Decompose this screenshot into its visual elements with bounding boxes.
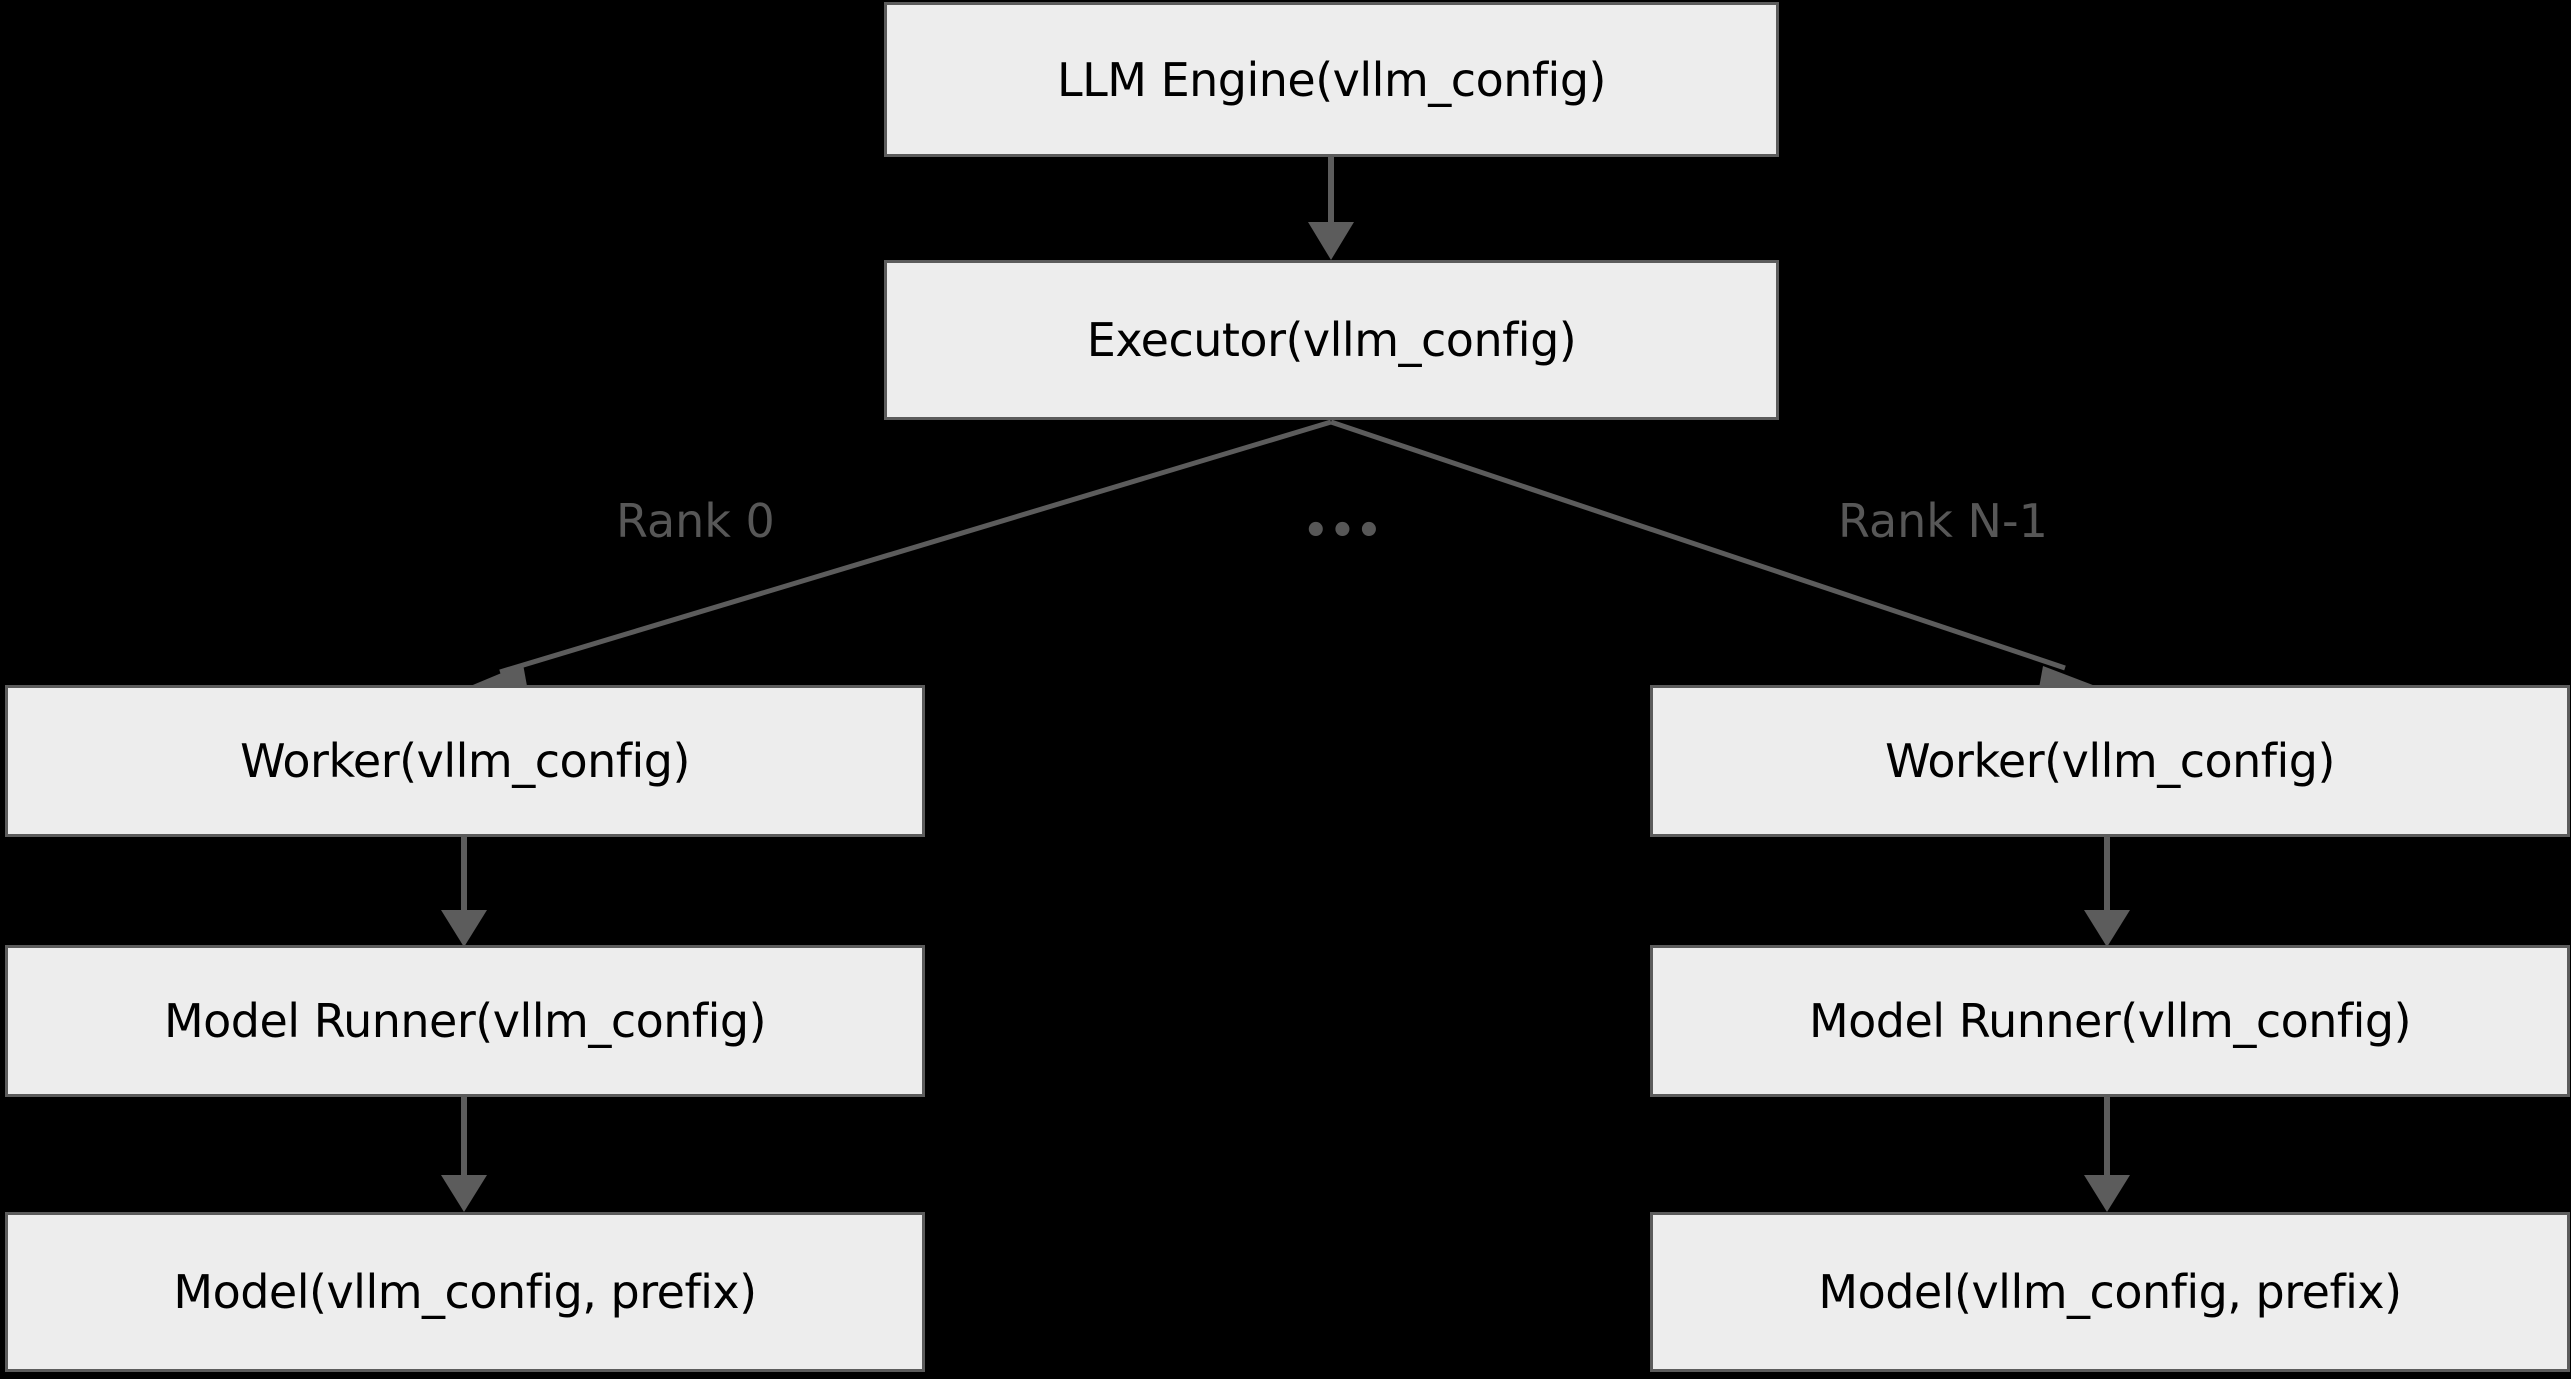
node-executor[interactable]: Executor(vllm_config): [884, 260, 1779, 420]
node-executor-label: Executor(vllm_config): [1086, 313, 1577, 367]
edge-model-runner-right-to-model-right: [2084, 1097, 2130, 1212]
node-worker-rank0[interactable]: Worker(vllm_config): [5, 685, 925, 837]
node-worker-rankn-label: Worker(vllm_config): [1885, 734, 2335, 788]
node-model-runner-rankn[interactable]: Model Runner(vllm_config): [1650, 945, 2570, 1097]
node-llm-engine[interactable]: LLM Engine(vllm_config): [884, 2, 1779, 157]
node-model-rank0[interactable]: Model(vllm_config, prefix): [5, 1212, 925, 1372]
edge-worker-right-to-model-runner-right: [2084, 837, 2130, 947]
node-model-rankn[interactable]: Model(vllm_config, prefix): [1650, 1212, 2570, 1372]
edge-executor-to-worker-right: [1330, 419, 2098, 699]
node-llm-engine-label: LLM Engine(vllm_config): [1057, 52, 1606, 107]
edge-worker-left-to-model-runner-left: [441, 837, 487, 947]
node-worker-rank0-label: Worker(vllm_config): [240, 734, 690, 788]
node-model-runner-rank0-label: Model Runner(vllm_config): [163, 994, 767, 1048]
edge-label-rank-n-1: Rank N-1: [1838, 494, 2048, 548]
node-model-runner-rank0[interactable]: Model Runner(vllm_config): [5, 945, 925, 1097]
node-worker-rankn[interactable]: Worker(vllm_config): [1650, 685, 2570, 837]
edge-label-rank-0: Rank 0: [616, 494, 775, 548]
node-model-runner-rankn-label: Model Runner(vllm_config): [1808, 994, 2412, 1048]
node-model-rank0-label: Model(vllm_config, prefix): [173, 1265, 757, 1319]
edge-model-runner-left-to-model-left: [441, 1097, 487, 1212]
node-model-rankn-label: Model(vllm_config, prefix): [1818, 1265, 2402, 1319]
edge-label-rank-ellipsis: •••: [1303, 508, 1383, 554]
edge-engine-to-executor: [1308, 157, 1354, 260]
edge-executor-to-worker-left: [468, 419, 1332, 697]
